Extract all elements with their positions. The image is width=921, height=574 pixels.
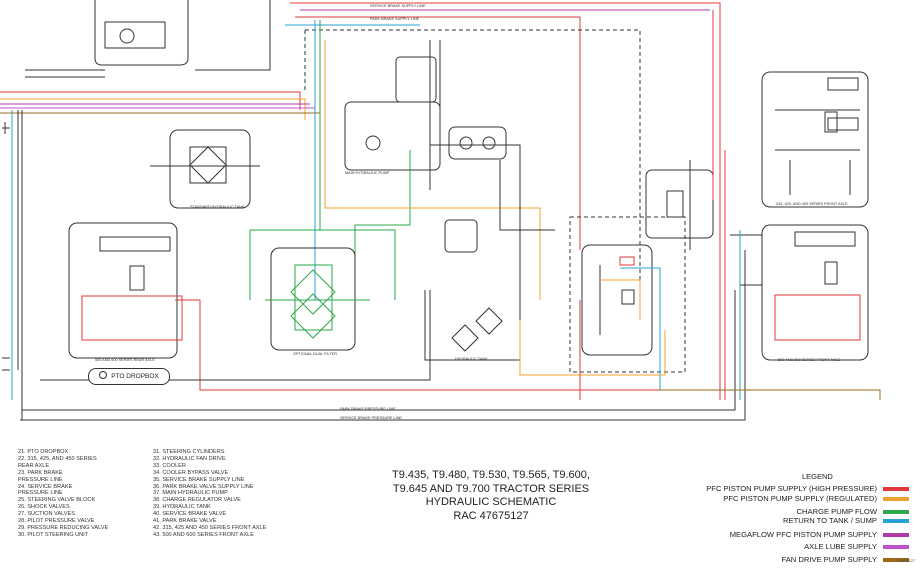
- title-line: HYDRAULIC SCHEMATIC: [425, 496, 557, 508]
- index-item: 35. SERVICE BRAKE SUPPLY LINE: [153, 476, 245, 483]
- index-item: 23. PARK BRAKE: [18, 469, 63, 476]
- standard-tank-label: STANDARD HYDRAULIC TANK: [190, 205, 245, 209]
- service-brake-bottom-label: SERVICE BRAKE PRESSURE LINE: [340, 416, 402, 420]
- index-item: 40. SERVICE BRAKE VALVE: [153, 511, 227, 518]
- pto-circle-icon: [99, 371, 108, 379]
- title-line: T9.435, T9.480, T9.530, T9.565, T9.600,: [392, 469, 590, 481]
- line-service-brake-bottom: [20, 250, 746, 421]
- index-item: 30. PILOT STEERING UNIT: [18, 531, 89, 538]
- main-pump-label: MAIN HYDRAULIC PUMP: [345, 171, 390, 175]
- index-item: 24. SERVICE BRAKE: [18, 483, 73, 490]
- legend-item-label: RETURN TO TANK / SUMP: [783, 516, 877, 525]
- title-line: T9.645 AND T9.700 TRACTOR SERIES: [392, 482, 590, 495]
- legend-item-label: PFC PISTON PUMP SUPPLY (HIGH PRESSURE): [706, 484, 877, 493]
- front-axle-315-label: 315, 425, AND 450 SERIES FRONT AXLE: [776, 202, 848, 206]
- front-axle-500-label: 500 AND 600 SERIES FRONT AXLE: [778, 358, 841, 362]
- optional-dual-filter-label: OPTIONAL DUAL FILTER: [293, 352, 337, 356]
- legend-swatch: [883, 486, 909, 491]
- legend-item: MEGAFLOW PFC PISTON PUMP SUPPLY: [730, 530, 909, 539]
- index-item: REAR AXLE: [18, 462, 50, 469]
- index-item: 27. SUCTION VALVES: [18, 511, 75, 518]
- legend-item-label: PFC PISTON PUMP SUPPLY (REGULATED): [723, 494, 877, 503]
- index-item: PRESSURE LINE: [18, 476, 63, 483]
- line-service-brake-supply-top: [290, 2, 721, 400]
- rear-axle-label: 500 AND 600 SERIES REAR AXLE: [95, 358, 155, 362]
- pto-dropbox-box: PTO DROPBOX: [88, 368, 170, 385]
- index-item: 42. 315, 425 AND 450 SERIES FRONT AXLE: [153, 524, 267, 531]
- index-item: 26. SHOCK VALVES: [18, 504, 70, 511]
- component-index-left: 21. PTO DROPBOX 22. 315, 425, AND 450 SE…: [18, 449, 108, 539]
- front-axle-500-box: [761, 224, 869, 361]
- hydraulic-tank-label: HYDRAULIC TANK: [455, 357, 488, 361]
- legend-item: RETURN TO TANK / SUMP: [783, 516, 909, 525]
- main-hydraulic-pump-box: [344, 101, 441, 171]
- index-item: 43. 500 AND 600 SERIES FRONT AXLE: [153, 531, 254, 538]
- legend-item-label: FAN DRIVE PUMP SUPPLY: [781, 555, 877, 564]
- legend-item-label: MEGAFLOW PFC PISTON PUMP SUPPLY: [729, 530, 877, 539]
- line-left-bundle-red: [0, 91, 301, 110]
- index-item: 21. PTO DROPBOX: [18, 449, 69, 455]
- legend-swatch: [883, 496, 909, 501]
- component-index-right: 31. STEERING CYLINDERS 32. HYDRAULIC FAN…: [153, 449, 266, 539]
- index-item: 25. STEERING VALVE BLOCK: [18, 497, 96, 504]
- service-brake-valve-box: [645, 169, 714, 239]
- line-regulated-main: [324, 40, 541, 300]
- index-item: 39. HYDRAULIC TANK: [153, 504, 211, 511]
- line-return-main: [270, 20, 316, 301]
- index-item: 22. 315, 425, AND 450 SERIES: [18, 455, 97, 462]
- legend-swatch: [883, 518, 909, 523]
- legend-item: AXLE LUBE SUPPLY: [804, 542, 909, 551]
- line-charge-main: [249, 20, 321, 300]
- service-brake-supply-label: SERVICE BRAKE SUPPLY LINE: [370, 4, 426, 8]
- line-left-bundle-orange: [0, 98, 306, 120]
- legend-item-label: AXLE LUBE SUPPLY: [804, 542, 877, 551]
- park-brake-valve-box: [581, 244, 653, 356]
- hydraulic-tank-diamond: [451, 324, 479, 352]
- index-item: PRESSURE LINE: [18, 490, 63, 497]
- legend-swatch: [883, 544, 909, 549]
- part-number: 47675127: [897, 558, 915, 563]
- title-line: RAC 47675127: [453, 509, 529, 522]
- legend-item: CHARGE PUMP FLOW: [797, 507, 909, 516]
- standard-hydraulic-tank-box: [169, 129, 251, 209]
- legend-item: FAN DRIVE PUMP SUPPLY: [781, 555, 909, 564]
- park-brake-supply-label: PARK BRAKE SUPPLY LINE: [370, 17, 420, 21]
- legend-item: PFC PISTON PUMP SUPPLY (REGULATED): [723, 494, 909, 503]
- legend-swatch: [883, 532, 909, 537]
- optional-dual-filter-box: [270, 247, 356, 351]
- legend-swatch: [883, 557, 909, 562]
- index-item: 38. CHARGE REGULATOR VALVE: [153, 497, 241, 504]
- index-item: 32. HYDRAULIC FAN DRIVE: [153, 455, 226, 462]
- legend-item: PFC PISTON PUMP SUPPLY (HIGH PRESSURE): [706, 484, 909, 493]
- front-axle-315-box: [761, 71, 869, 208]
- pto-dropbox-label: PTO DROPBOX: [111, 373, 159, 380]
- rear-axle-box: [68, 222, 178, 359]
- schematic-title-block: T9.435, T9.480, T9.530, T9.565, T9.600, …: [380, 469, 602, 523]
- hydraulic-fan-pump-frame: [94, 0, 189, 66]
- index-item: 36. PARK BRAKE VALVE SUPPLY LINE: [153, 483, 254, 490]
- index-item: 41. PARK BRAKE VALVE: [153, 518, 217, 525]
- line-park-brake-bottom: [22, 290, 736, 411]
- legend-swatch: [883, 509, 909, 514]
- index-item: 29. PRESSURE REDUCING VALVE: [18, 524, 109, 531]
- index-item: 37. MAIN HYDRAULIC PUMP: [153, 490, 228, 497]
- index-item: 28. PILOT PRESSURE VALVE: [18, 518, 95, 525]
- index-item: 34. COOLER BYPASS VALVE: [153, 469, 229, 476]
- park-brake-bottom-label: PARK BRAKE PRESSURE LINE: [340, 407, 396, 411]
- legend-item-label: CHARGE PUMP FLOW: [796, 507, 877, 516]
- index-item: 31. STEERING CYLINDERS: [153, 449, 225, 455]
- index-item: 33. COOLER: [153, 462, 186, 469]
- line-park-brake-supply-top: [295, 16, 581, 250]
- legend-heading: LEGEND: [802, 472, 833, 481]
